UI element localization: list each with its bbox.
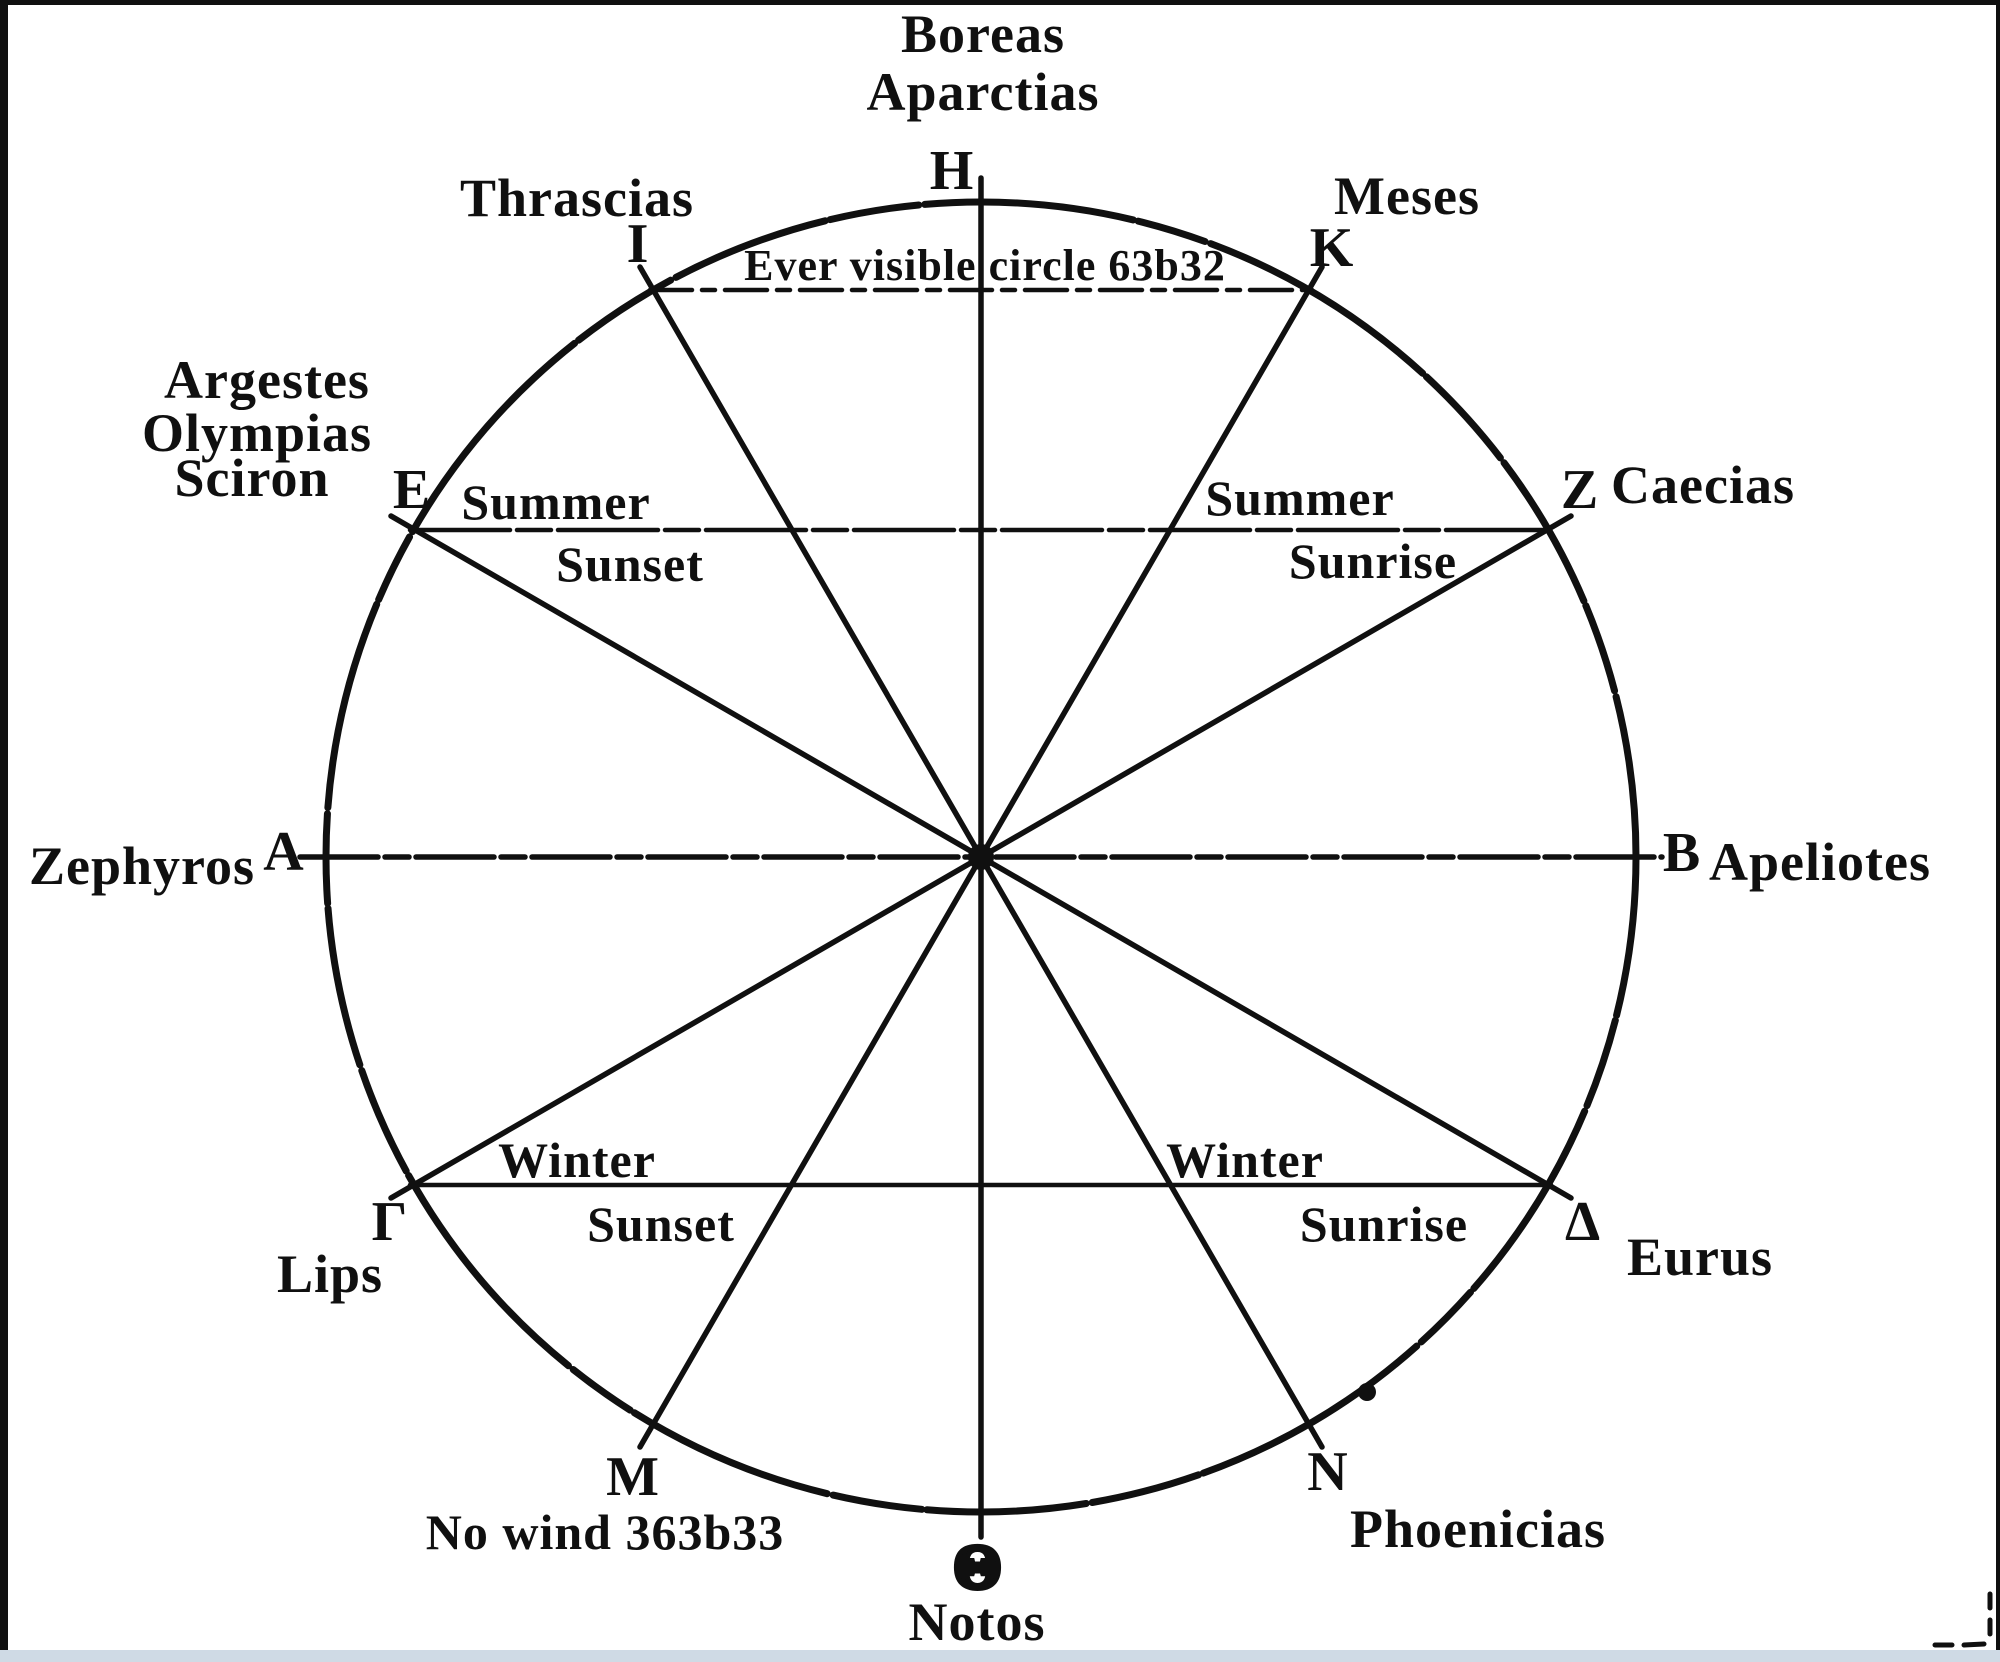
center-dot — [968, 844, 994, 870]
annotation-ever-visible-circle: Ever visible circle 63b32 — [744, 241, 1226, 290]
point-letter-gamma: Γ — [372, 1191, 409, 1253]
annotation-winter-sunset-line1: Winter — [498, 1132, 656, 1188]
point-letter-m: M — [606, 1446, 660, 1508]
frame-top-edge — [0, 0, 2000, 5]
frame-right-edge — [1996, 0, 2000, 1662]
point-letter-z: Z — [1561, 459, 1599, 521]
wind-label-meses: Meses — [1334, 166, 1480, 226]
wind-label-boreas: Boreas — [901, 4, 1065, 64]
point-letter-k: K — [1310, 217, 1355, 279]
arc-dot — [1358, 1383, 1376, 1401]
wind-label-notos: Notos — [909, 1592, 1046, 1652]
annotation-summer-sunset-line2: Sunset — [556, 536, 704, 592]
point-letter-theta: Θ — [953, 1534, 1002, 1602]
frame-left-edge — [0, 0, 8, 1662]
wind-label-caecias: Caecias — [1611, 455, 1795, 515]
wind-label-thrascias: Thrascias — [460, 168, 694, 228]
point-letter-h: H — [930, 140, 975, 202]
wind-label-phoenicias: Phoenicias — [1350, 1499, 1606, 1559]
wind-label-sciron: Sciron — [174, 448, 329, 508]
wind-label-olympias: Olympias — [142, 403, 372, 463]
wind-label-zephyros: Zephyros — [29, 836, 255, 896]
annotation-summer-sunset-line1: Summer — [461, 474, 650, 530]
annotation-no-wind: No wind 363b33 — [426, 1504, 785, 1560]
wind-label-lips: Lips — [277, 1244, 383, 1304]
scan-corner-dashes — [1932, 1591, 1993, 1648]
point-letter-b: B — [1663, 822, 1701, 884]
annotation-winter-sunrise-line2: Sunrise — [1300, 1196, 1468, 1252]
wind-label-apeliotes: Apeliotes — [1709, 832, 1931, 892]
annotation-summer-sunrise-line2: Sunrise — [1289, 533, 1457, 589]
annotation-summer-sunrise-line1: Summer — [1205, 470, 1394, 526]
wind-label-aparctias: Aparctias — [867, 62, 1100, 122]
annotation-winter-sunset-line2: Sunset — [587, 1196, 735, 1252]
annotation-winter-sunrise-line1: Winter — [1166, 1132, 1324, 1188]
wind-label-eurus: Eurus — [1627, 1227, 1773, 1287]
point-letter-n: N — [1307, 1441, 1348, 1503]
point-letter-a: A — [263, 821, 304, 883]
point-letter-i: I — [627, 213, 650, 275]
frame-bottom-strip — [0, 1650, 2000, 1662]
wind-label-argestes: Argestes — [164, 350, 370, 410]
point-letter-e: E — [393, 459, 431, 521]
point-letter-delta: Δ — [1565, 1191, 1601, 1253]
